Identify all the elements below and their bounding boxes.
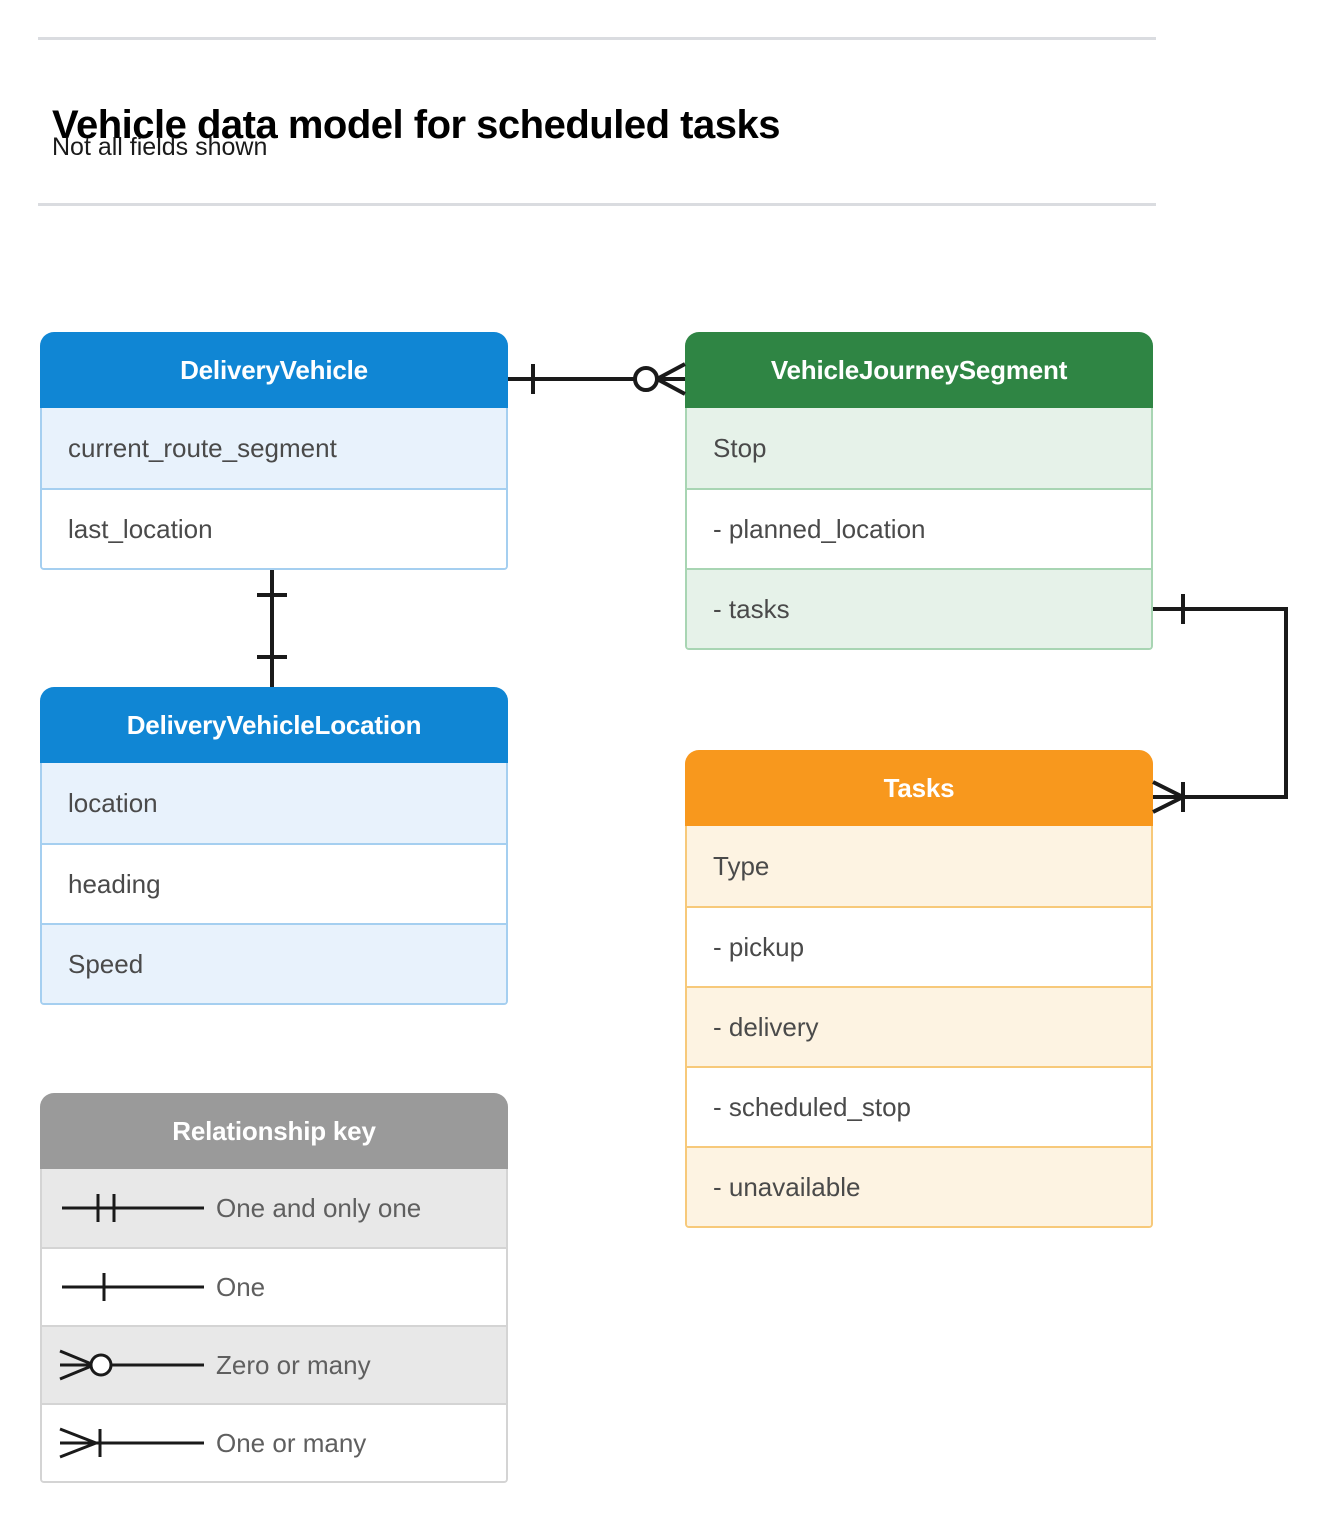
field-row[interactable]: Stop (687, 408, 1151, 488)
field-row[interactable]: - unavailable (687, 1146, 1151, 1226)
header-divider-top (38, 37, 1156, 40)
entity-tasks[interactable]: Tasks Type - pickup - delivery - schedul… (685, 750, 1153, 1228)
entity-fields-delivery-vehicle-location: location heading Speed (40, 763, 508, 1005)
field-row[interactable]: heading (42, 843, 506, 923)
connector-vehicle-to-vehicle-location (257, 570, 287, 687)
entity-title-tasks: Tasks (685, 750, 1153, 826)
entity-title-vehicle-journey-segment: VehicleJourneySegment (685, 332, 1153, 408)
legend-item-label: Zero or many (216, 1349, 371, 1380)
legend-item-label: One and only one (216, 1192, 422, 1223)
entity-title-delivery-vehicle: DeliveryVehicle (40, 332, 508, 408)
entity-delivery-vehicle-location[interactable]: DeliveryVehicleLocation location heading… (40, 687, 508, 1005)
header-divider-bottom (38, 203, 1156, 206)
legend-item-label: One or many (216, 1427, 367, 1458)
connector-vehicle-to-journey-segment (508, 362, 686, 396)
legend-rows: One and only one One Zero (40, 1169, 508, 1483)
zero-or-many-icon (56, 1345, 216, 1385)
field-row[interactable]: location (42, 763, 506, 843)
entity-title-delivery-vehicle-location: DeliveryVehicleLocation (40, 687, 508, 763)
one-or-many-icon (56, 1423, 216, 1463)
field-row[interactable]: - planned_location (687, 488, 1151, 568)
field-row[interactable]: - pickup (687, 906, 1151, 986)
legend-item-one-and-only-one[interactable]: One and only one (42, 1169, 506, 1247)
field-row[interactable]: current_route_segment (42, 408, 506, 488)
entity-fields-vehicle-journey-segment: Stop - planned_location - tasks (685, 408, 1153, 650)
one-icon (56, 1267, 216, 1307)
entity-delivery-vehicle[interactable]: DeliveryVehicle current_route_segment la… (40, 332, 508, 570)
field-row[interactable]: Speed (42, 923, 506, 1003)
relationship-key-legend: Relationship key One and only one One (40, 1093, 508, 1483)
field-row[interactable]: last_location (42, 488, 506, 568)
entity-fields-delivery-vehicle: current_route_segment last_location (40, 408, 508, 570)
page-subtitle: Not all fields shown (52, 133, 268, 161)
legend-item-one[interactable]: One (42, 1247, 506, 1325)
field-row[interactable]: - tasks (687, 568, 1151, 648)
connector-journey-segment-to-tasks (1152, 594, 1288, 814)
legend-title: Relationship key (40, 1093, 508, 1169)
page-title: Vehicle data model for scheduled tasks (52, 102, 780, 147)
field-row[interactable]: Type (687, 826, 1151, 906)
field-row[interactable]: - scheduled_stop (687, 1066, 1151, 1146)
field-row[interactable]: - delivery (687, 986, 1151, 1066)
entity-fields-tasks: Type - pickup - delivery - scheduled_sto… (685, 826, 1153, 1228)
legend-item-label: One (216, 1271, 266, 1302)
legend-item-one-or-many[interactable]: One or many (42, 1403, 506, 1481)
legend-item-zero-or-many[interactable]: Zero or many (42, 1325, 506, 1403)
entity-vehicle-journey-segment[interactable]: VehicleJourneySegment Stop - planned_loc… (685, 332, 1153, 650)
one-and-only-one-icon (56, 1188, 216, 1228)
